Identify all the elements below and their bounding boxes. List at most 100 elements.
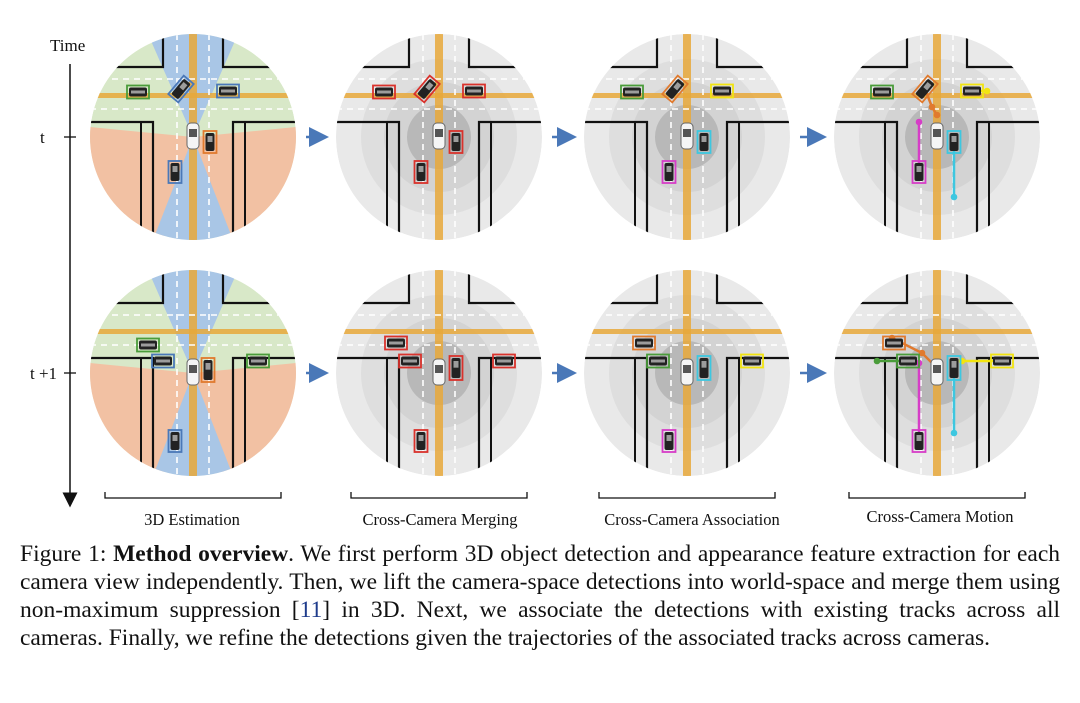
road-curb	[90, 120, 155, 240]
detected-car-box	[202, 130, 218, 154]
refined-car-window	[916, 435, 922, 441]
associated-car	[620, 84, 644, 100]
merged-car	[384, 335, 408, 351]
detected-car	[136, 337, 160, 353]
ego-vehicle-window	[683, 129, 691, 137]
merged-car	[413, 160, 429, 184]
refined-car-window	[951, 136, 957, 142]
refined-car-box	[911, 160, 927, 184]
detected-car	[167, 74, 195, 104]
merged-car-window	[425, 82, 434, 91]
ego-vehicle-window	[189, 365, 197, 373]
panel-scene	[336, 270, 542, 476]
merged-car	[492, 353, 516, 369]
refined-car-box	[990, 353, 1014, 369]
panel-stage4-row1	[834, 34, 1040, 240]
lane-center-horizontal	[834, 93, 1040, 98]
track-cyan-point	[950, 429, 958, 437]
panel-grid	[90, 34, 1040, 476]
caption-text-2: ] in 3D. Next, we associate the detectio…	[20, 597, 1061, 651]
refined-car-window	[901, 359, 915, 363]
refined-car	[870, 84, 894, 100]
stage-label-cross-camera-merging: Cross-Camera Merging	[362, 510, 517, 529]
ego-vehicle	[186, 122, 200, 150]
road-curb	[834, 120, 899, 240]
refined-car-box	[911, 74, 939, 104]
merged-car	[448, 130, 464, 154]
associated-car	[632, 335, 656, 351]
panel-stage2-row1	[336, 34, 542, 240]
associated-car-box	[696, 355, 712, 381]
associated-car-box	[710, 83, 734, 99]
track-orange-point	[918, 349, 926, 357]
row-label-t1: t +1	[30, 364, 57, 383]
detected-car-box	[126, 84, 150, 100]
associated-car-window	[673, 82, 682, 91]
stage-label-cross-camera-motion: Cross-Camera Motion	[866, 507, 1013, 526]
merged-car-window	[403, 359, 417, 363]
track-green-point	[873, 357, 881, 365]
refined-car-box	[946, 355, 962, 381]
road-curb	[584, 120, 649, 240]
merged-car-box	[492, 353, 516, 369]
associated-car-box	[661, 74, 689, 104]
merged-car-window	[453, 361, 459, 368]
refined-car	[911, 74, 939, 104]
ego-vehicle-window	[933, 365, 941, 373]
method-overview-figure: Time t t +1 3D Estimation Cross-Camera M…	[30, 34, 1040, 529]
associated-car-window	[625, 90, 639, 94]
time-axis-label: Time	[50, 36, 85, 55]
merged-car-box	[413, 74, 441, 104]
ego-vehicle	[432, 358, 446, 386]
lane-center-horizontal	[584, 93, 790, 98]
road-curb	[231, 356, 296, 476]
merged-car-window	[377, 90, 391, 94]
track-orange-point	[928, 103, 936, 111]
associated-car-window	[701, 361, 707, 368]
refined-car-window	[951, 361, 957, 368]
detected-car-box	[216, 83, 240, 99]
merged-car-box	[384, 335, 408, 351]
refined-car	[911, 429, 927, 453]
associated-car-box	[740, 353, 764, 369]
refined-car-box	[882, 335, 906, 351]
detected-car-window	[207, 136, 213, 142]
detected-car-window	[172, 166, 178, 172]
merged-car-box	[462, 83, 486, 99]
associated-car-box	[661, 160, 677, 184]
refined-car-window	[916, 166, 922, 172]
refined-car-box	[946, 130, 962, 154]
associated-car-window	[701, 136, 707, 142]
refined-car-box	[896, 353, 920, 369]
associated-car-box	[620, 84, 644, 100]
figure-caption: Figure 1: Method overview. We first perf…	[20, 540, 1060, 652]
refined-car-box	[870, 84, 894, 100]
detected-car	[167, 429, 183, 453]
stage-brackets	[104, 492, 1026, 499]
refined-car	[946, 355, 962, 381]
associated-car-window	[666, 435, 672, 441]
road-curb	[477, 120, 542, 240]
caption-reference-link[interactable]: 11	[299, 597, 323, 623]
detected-car-box	[136, 337, 160, 353]
associated-car-box	[632, 335, 656, 351]
panel-stage2-row2	[336, 270, 542, 476]
refined-car-box	[911, 429, 927, 453]
merged-car-window	[418, 435, 424, 441]
associated-car	[740, 353, 764, 369]
stage-bracket	[104, 492, 282, 499]
track-orange-point	[933, 111, 941, 119]
road-curb	[725, 120, 790, 240]
lane-center-horizontal	[90, 93, 296, 98]
associated-car-box	[646, 353, 670, 369]
merged-car-box	[448, 130, 464, 154]
refined-car	[896, 353, 920, 369]
refined-car-box	[960, 83, 984, 99]
detected-car-box	[246, 353, 270, 369]
merged-car-window	[467, 89, 481, 93]
refined-car	[990, 353, 1014, 369]
associated-car	[696, 130, 712, 154]
refined-car	[960, 83, 984, 99]
ego-vehicle-window	[189, 129, 197, 137]
ego-vehicle-window	[683, 365, 691, 373]
